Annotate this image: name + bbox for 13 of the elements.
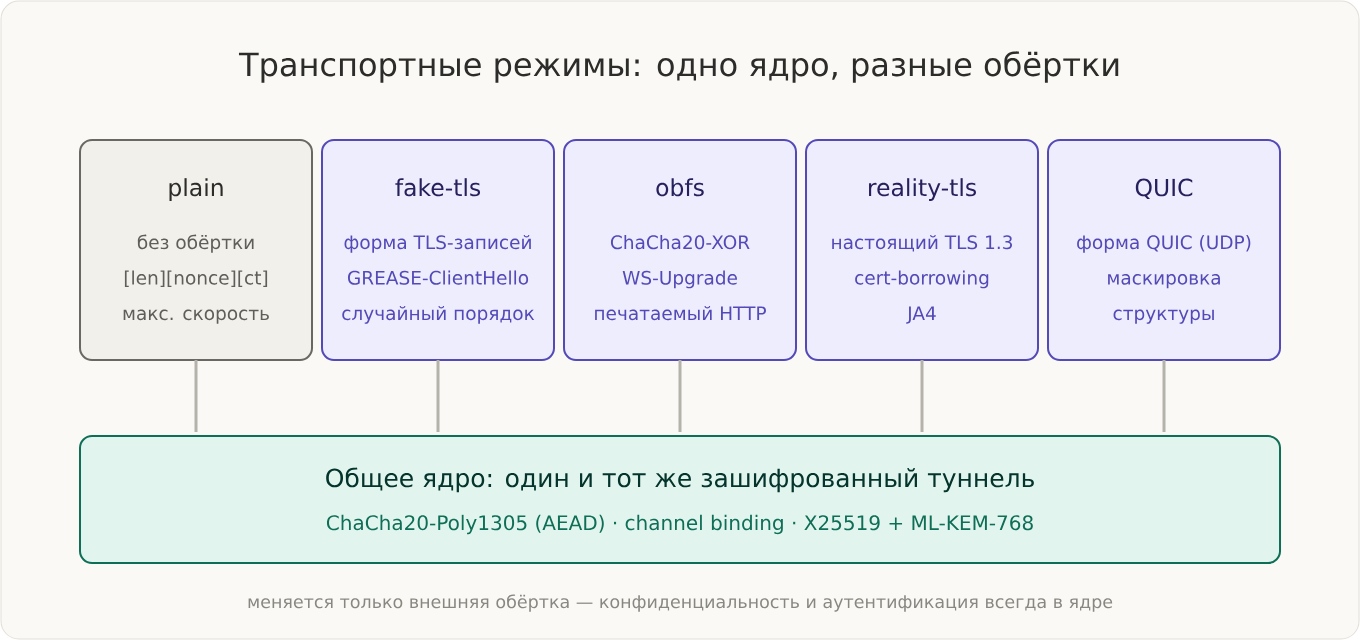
mode-box: QUIC форма QUIC (UDP) маскировка структуры — [1047, 139, 1281, 361]
connector-line — [920, 360, 924, 432]
caption: меняется только внешняя обёртка — конфиденциальность и аутентификация всегда в ядре — [248, 594, 1113, 612]
mode-box: fake-tls форма TLS-записей GREASE-ClientHello случайный порядок — [321, 139, 555, 361]
connector-line — [678, 360, 682, 432]
mode-box: plain без обёртки [len][nonce][ct] макс. скорость — [79, 139, 313, 361]
connector-line — [194, 360, 198, 432]
mode-box: reality-tls настоящий TLS 1.3 cert-borrowing JA4 — [805, 139, 1039, 361]
mode-box: obfs ChaCha20-XOR WS-Upgrade печатаемый HTTP — [563, 139, 797, 361]
core-box: Общее ядро: один и тот же зашифрованный туннель ChaCha20-Poly1305 (AEAD) · channel binding · X25519 + ML-KEM-768 — [79, 435, 1281, 564]
connector-line — [1162, 360, 1166, 432]
connector-line — [436, 360, 440, 432]
title: Транспортные режимы: одно ядро, разные обёртки — [238, 51, 1119, 83]
